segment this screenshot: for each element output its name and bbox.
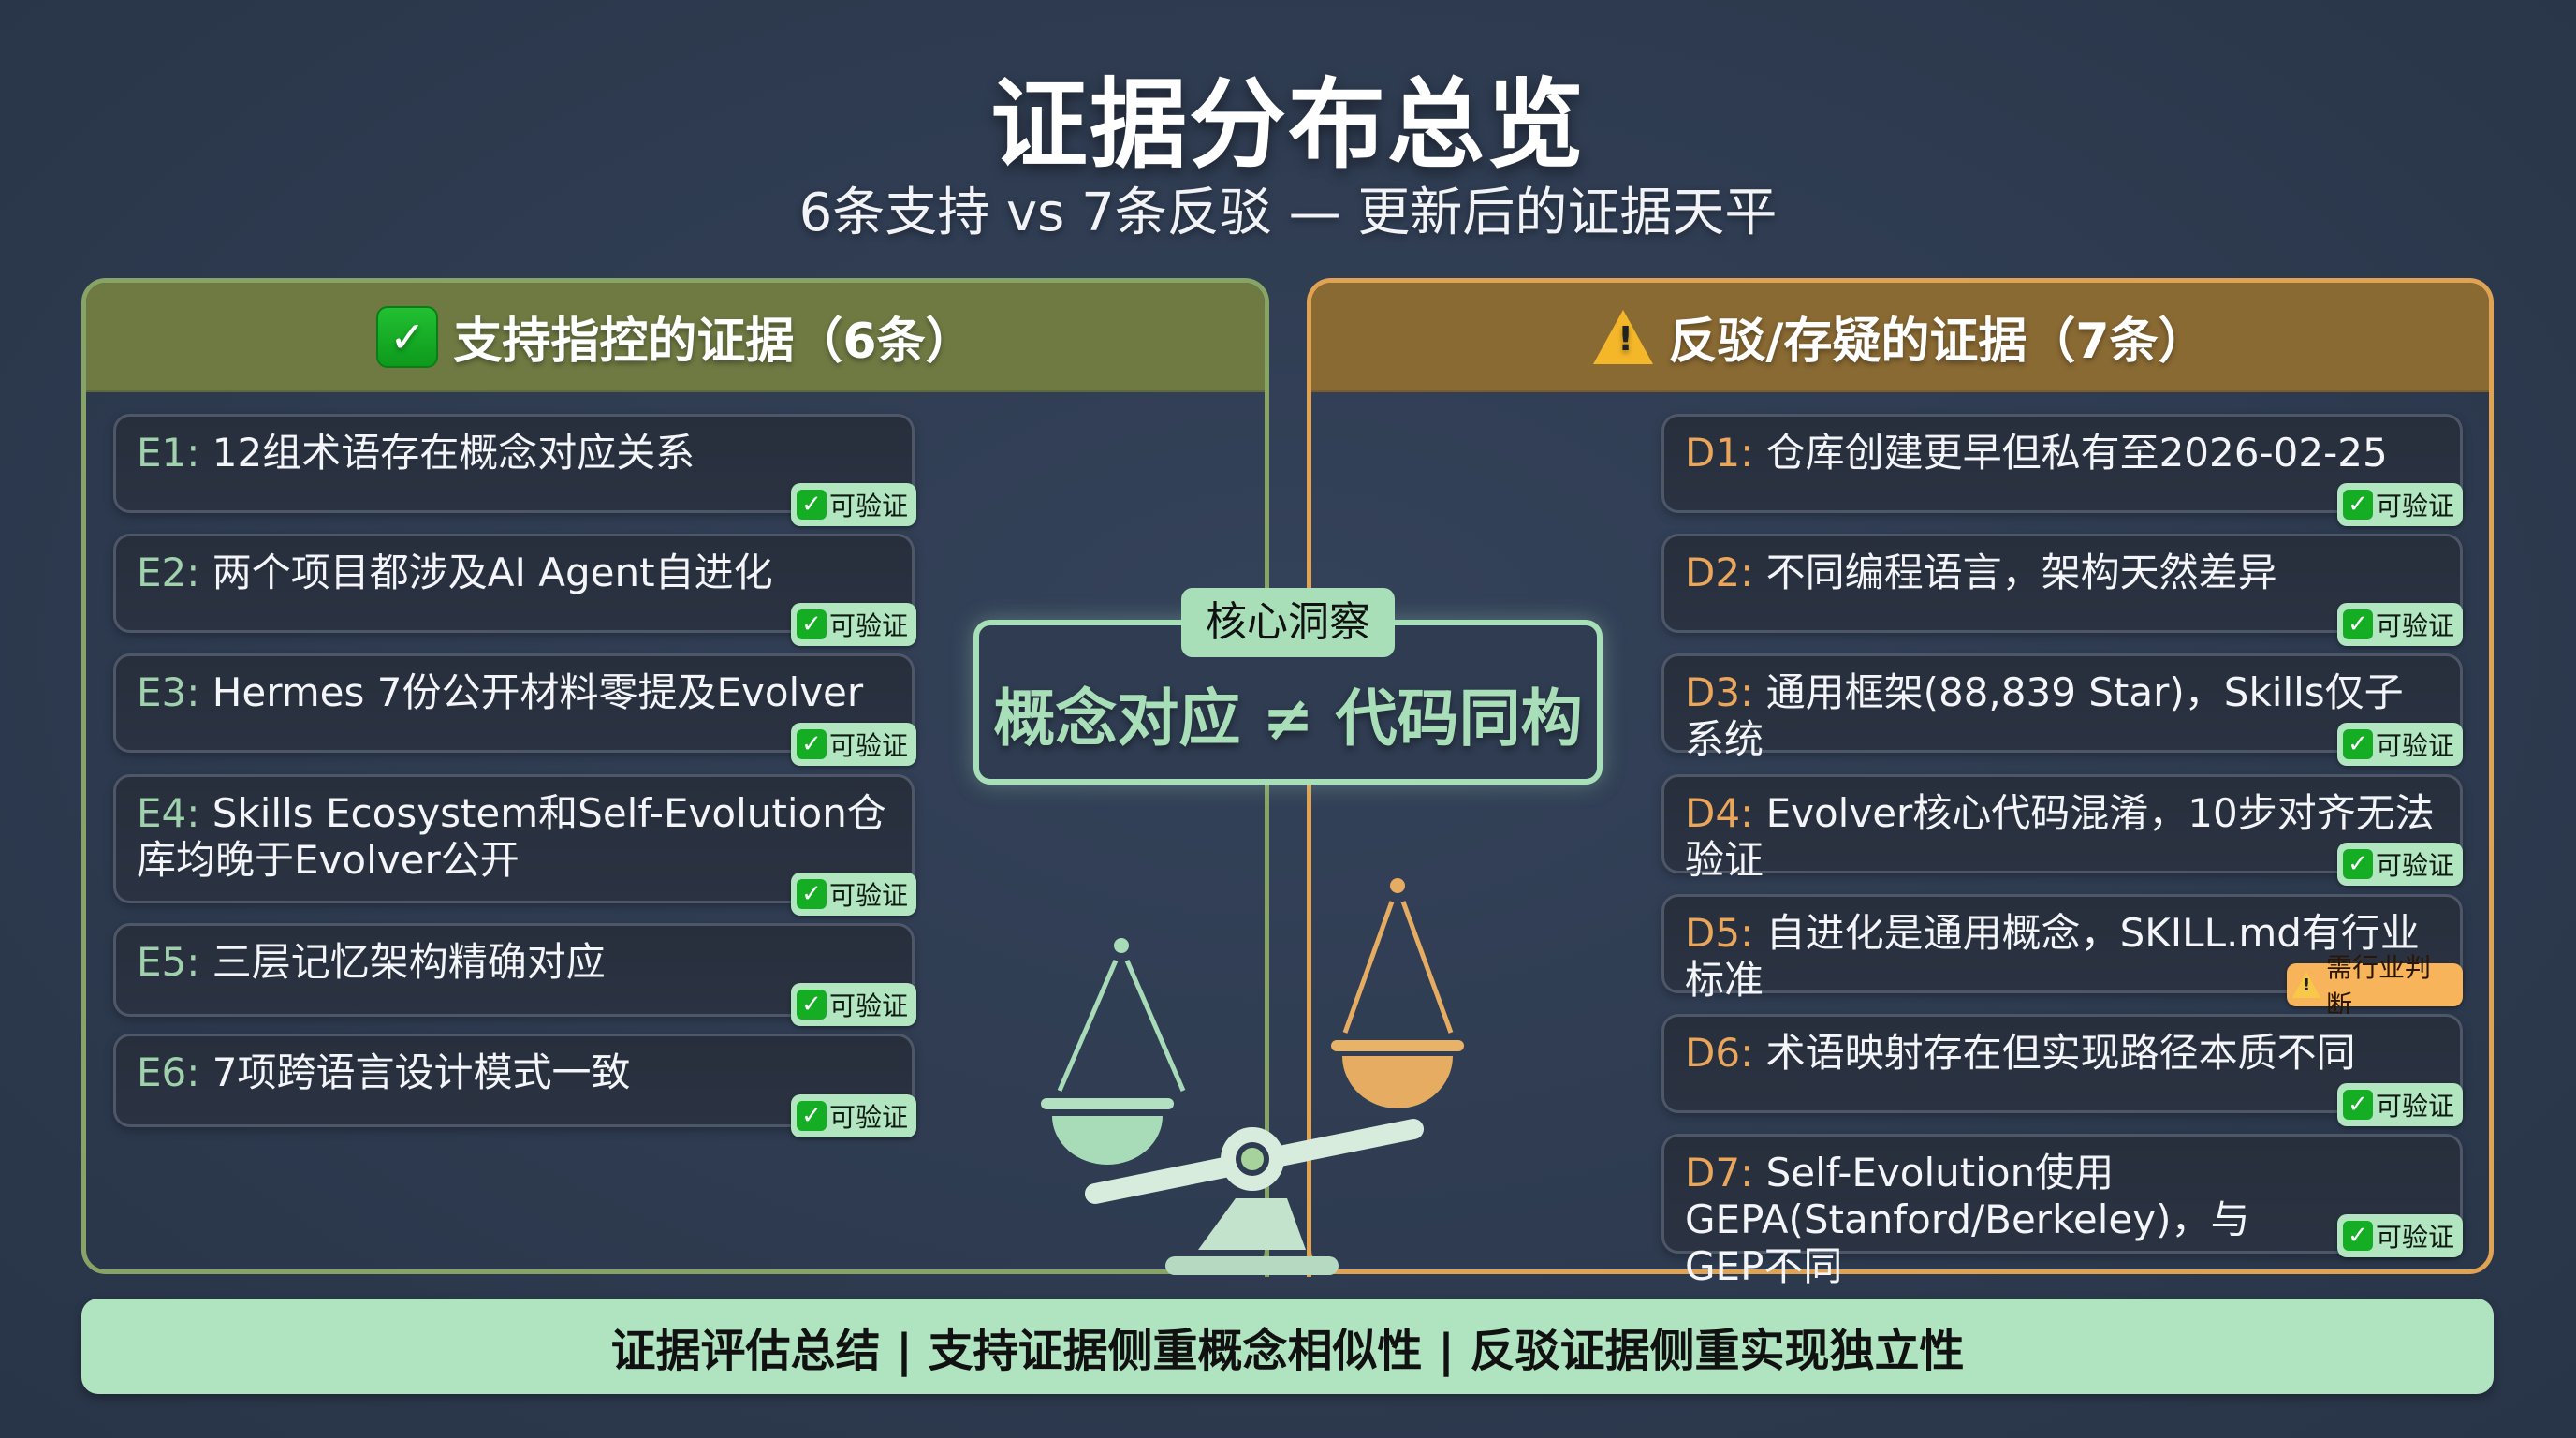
- evidence-card-d6: D6: 术语映射存在但实现路径本质不同: [1661, 1014, 2463, 1113]
- check-mark-icon: ✓: [797, 879, 827, 909]
- evidence-card-e6: E6: 7项跨语言设计模式一致: [113, 1034, 915, 1127]
- evidence-id: D1:: [1685, 430, 1754, 476]
- evidence-text: Skills Ecosystem和Self-Evolution仓库均晚于Evol…: [137, 790, 886, 883]
- core-insight-text: 概念对应 ≠ 代码同构: [993, 682, 1583, 755]
- evidence-card-e3: E3: Hermes 7份公开材料零提及Evolver: [113, 653, 915, 753]
- rebuttal-evidence-panel: ! 反驳/存疑的证据（7条）: [1307, 278, 2494, 1274]
- evidence-text: 仓库创建更早但私有至2026-02-25: [1765, 430, 2388, 476]
- evidence-id: E1:: [137, 430, 200, 476]
- needs-judgment-badge: ! 需行业判断: [2287, 952, 2463, 1020]
- summary-footer: 证据评估总结 | 支持证据侧重概念相似性 | 反驳证据侧重实现独立性: [81, 1299, 2494, 1394]
- evidence-text: 三层记忆架构精确对应: [212, 939, 606, 985]
- evidence-text: 术语映射存在但实现路径本质不同: [1765, 1030, 2356, 1076]
- verified-badge: ✓ 可验证: [2337, 1083, 2463, 1126]
- rebuttal-panel-header: ! 反驳/存疑的证据（7条）: [1311, 283, 2489, 392]
- support-panel-title: 支持指控的证据（6条）: [453, 314, 974, 370]
- check-mark-icon: ✓: [797, 1101, 827, 1131]
- evidence-text: 不同编程语言，架构天然差异: [1765, 550, 2277, 595]
- check-mark-icon: ✓: [2343, 1090, 2373, 1120]
- evidence-card-d2: D2: 不同编程语言，架构天然差异: [1661, 534, 2463, 633]
- evidence-text: 通用框架(88,839 Star)，Skills仅子系统: [1685, 669, 2404, 762]
- evidence-text: Self-Evolution使用GEPA(Stanford/Berkeley)，…: [1685, 1150, 2250, 1289]
- evidence-id: E2:: [137, 550, 200, 595]
- evidence-id: E4:: [137, 790, 200, 836]
- warning-icon: !: [2292, 972, 2320, 998]
- page-subtitle: 6条支持 vs 7条反驳 — 更新后的证据天平: [798, 183, 1778, 243]
- verified-badge: ✓ 可验证: [791, 723, 916, 766]
- verified-badge: ✓ 可验证: [2337, 1214, 2463, 1257]
- verified-badge: ✓ 可验证: [2337, 723, 2463, 766]
- summary-text: 证据评估总结 | 支持证据侧重概念相似性 | 反驳证据侧重实现独立性: [610, 1325, 1965, 1377]
- verified-badge: ✓ 可验证: [791, 983, 916, 1026]
- check-mark-icon: ✓: [2343, 729, 2373, 759]
- evidence-card-e4: E4: Skills Ecosystem和Self-Evolution仓库均晚于…: [113, 774, 915, 903]
- warning-triangle-icon: !: [1593, 309, 1654, 364]
- evidence-id: E3:: [137, 669, 200, 715]
- evidence-card-d1: D1: 仓库创建更早但私有至2026-02-25: [1661, 414, 2463, 513]
- verified-badge: ✓ 可验证: [791, 873, 916, 916]
- evidence-id: E6:: [137, 1049, 200, 1095]
- support-panel-header: ✓ 支持指控的证据（6条）: [86, 283, 1265, 392]
- check-mark-box-icon: ✓: [376, 305, 439, 368]
- evidence-id: D5:: [1685, 910, 1754, 956]
- support-evidence-panel: ✓ 支持指控的证据（6条）: [81, 278, 1269, 1274]
- verified-badge: ✓ 可验证: [791, 1094, 916, 1137]
- check-mark-icon: ✓: [797, 609, 827, 639]
- rebuttal-panel-title: 反驳/存疑的证据（7条）: [1668, 314, 2207, 370]
- evidence-text: 7项跨语言设计模式一致: [212, 1049, 631, 1095]
- check-mark-icon: ✓: [797, 490, 827, 520]
- check-mark-icon: ✓: [2343, 490, 2373, 520]
- evidence-card-d7: D7: Self-Evolution使用GEPA(Stanford/Berkel…: [1661, 1134, 2463, 1289]
- evidence-id: D4:: [1685, 790, 1754, 836]
- verified-badge: ✓ 可验证: [2337, 603, 2463, 646]
- evidence-text: 12组术语存在概念对应关系: [212, 430, 695, 476]
- evidence-card-e1: E1: 12组术语存在概念对应关系: [113, 414, 915, 513]
- evidence-id: E5:: [137, 939, 200, 985]
- evidence-text: Evolver核心代码混淆，10步对齐无法验证: [1685, 790, 2435, 883]
- check-mark-icon: ✓: [2343, 849, 2373, 879]
- evidence-card-e2: E2: 两个项目都涉及AI Agent自进化: [113, 534, 915, 633]
- evidence-id: D2:: [1685, 550, 1754, 595]
- verified-badge: ✓ 可验证: [791, 603, 916, 646]
- check-mark-icon: ✓: [2343, 609, 2373, 639]
- evidence-text: Hermes 7份公开材料零提及Evolver: [212, 669, 864, 715]
- page-title: 证据分布总览: [989, 67, 1586, 182]
- check-mark-icon: ✓: [2343, 1221, 2373, 1251]
- balance-scale-icon: [1041, 878, 1464, 1275]
- evidence-text: 两个项目都涉及AI Agent自进化: [212, 550, 773, 595]
- verified-badge: ✓ 可验证: [791, 483, 916, 526]
- evidence-card-d4: D4: Evolver核心代码混淆，10步对齐无法验证: [1661, 774, 2463, 883]
- evidence-id: D3:: [1685, 669, 1754, 715]
- evidence-id: D6:: [1685, 1030, 1754, 1076]
- evidence-id: D7:: [1685, 1150, 1754, 1196]
- check-mark-icon: ✓: [797, 729, 827, 759]
- verified-badge: ✓ 可验证: [2337, 843, 2463, 886]
- evidence-card-e5: E5: 三层记忆架构精确对应: [113, 923, 915, 1017]
- core-insight-tag: 核心洞察: [1181, 588, 1395, 657]
- evidence-text: 自进化是通用概念，SKILL.md有行业标准: [1685, 910, 2420, 1003]
- check-mark-icon: ✓: [797, 990, 827, 1020]
- verified-badge: ✓ 可验证: [2337, 483, 2463, 526]
- evidence-card-d3: D3: 通用框架(88,839 Star)，Skills仅子系统: [1661, 653, 2463, 762]
